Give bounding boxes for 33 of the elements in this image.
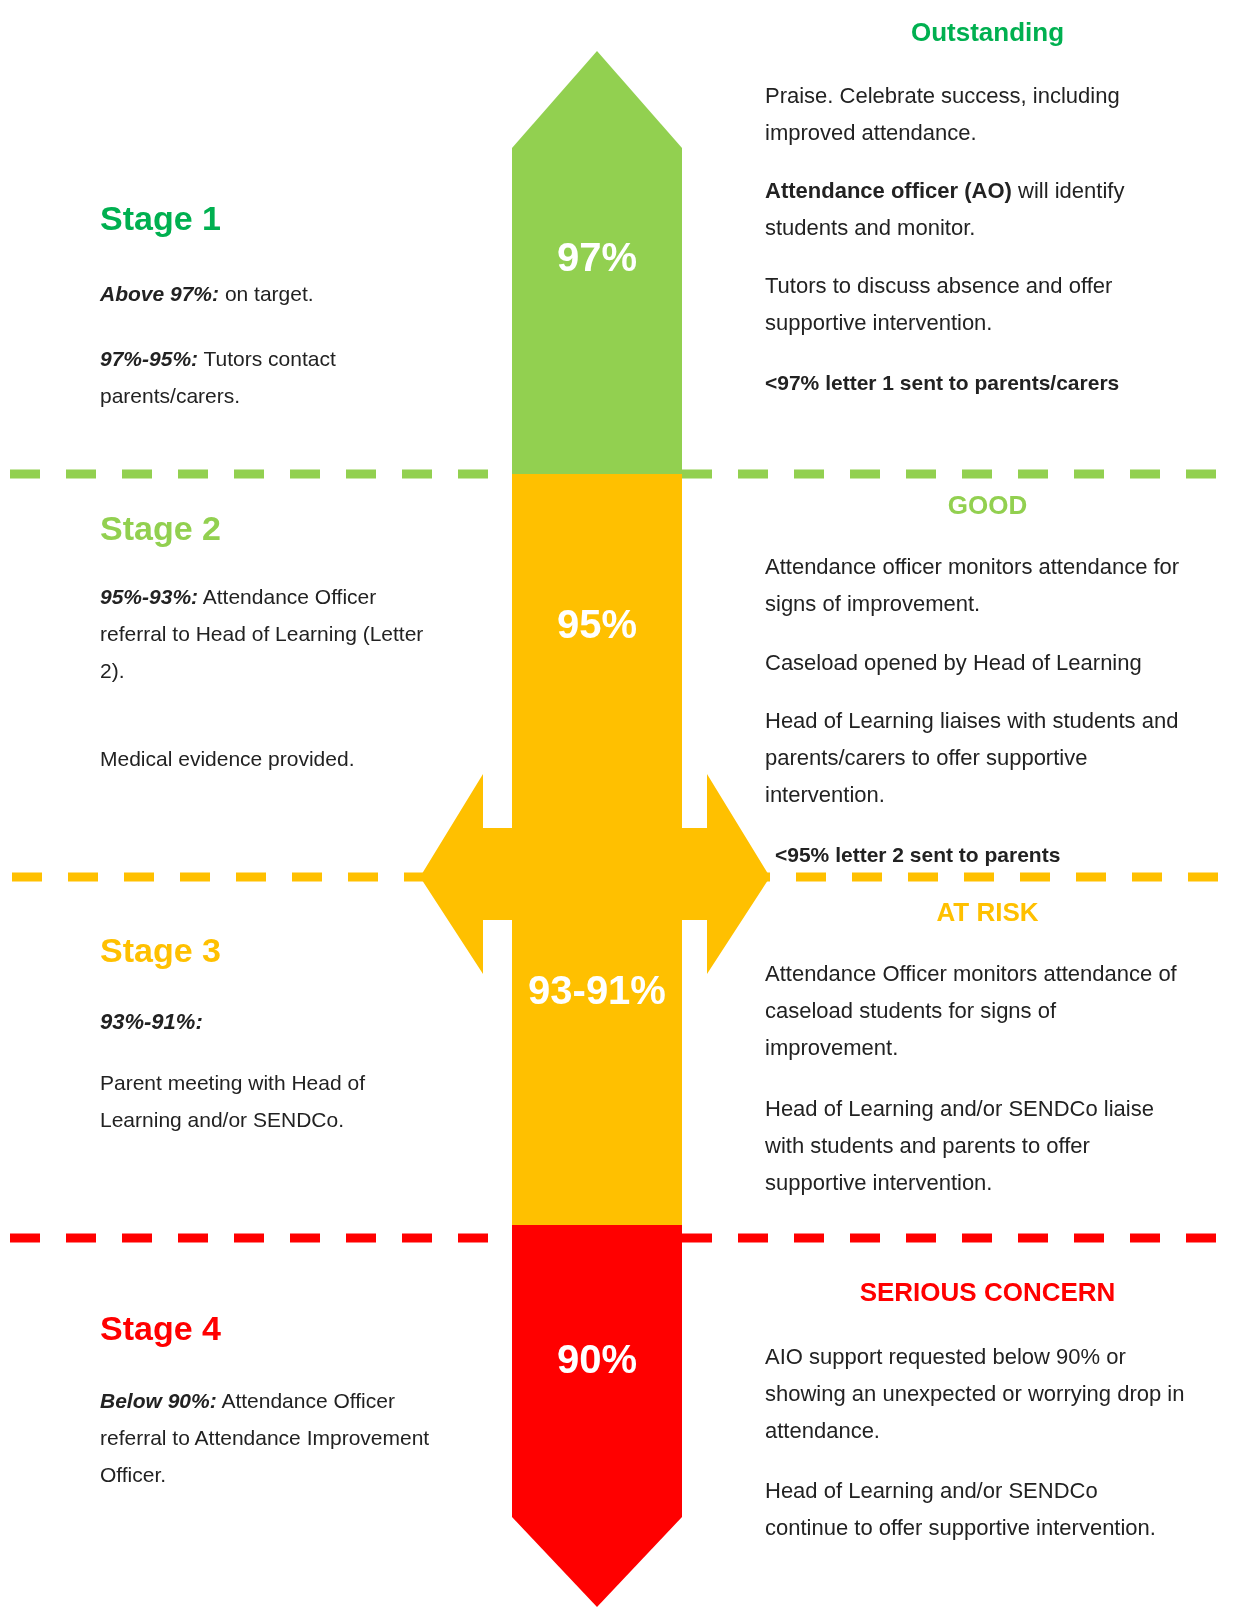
action-note: AIO support requested below 90% or showing an unexpected or worrying drop in attendance. xyxy=(765,1343,1185,1445)
action-note: Attendance officer monitors attendance for signs of improvement. xyxy=(765,553,1181,618)
arrow-segment xyxy=(512,51,682,474)
level-heading: Outstanding xyxy=(909,16,1066,49)
action-note: Head of Learning and/or SENDCo liaise with students and parents to offer supportive intervention. xyxy=(765,1095,1155,1197)
arrow-segment xyxy=(512,1225,682,1607)
percentage-label: 93-91% xyxy=(528,967,666,1013)
action-note: Caseload opened by Head of Learning xyxy=(765,649,1143,677)
stage-note: Above 97%: on target. xyxy=(100,281,315,307)
action-note: Praise. Celebrate success, including improved attendance. xyxy=(765,82,1121,147)
action-note: Attendance officer (AO) will identify students and monitor. xyxy=(765,177,1126,242)
action-note: Tutors to discuss absence and offer supportive intervention. xyxy=(765,272,1114,337)
stage-note: 95%-93%: Attendance Officer referral to Head of Learning (Letter 2). xyxy=(100,584,425,684)
stage-note: Below 90%: Attendance Officer referral to Attendance Improvement Officer. xyxy=(100,1388,431,1488)
action-note: Attendance Officer monitors attendance of caseload students for signs of improvement. xyxy=(765,960,1178,1062)
action-note: Head of Learning liaises with students and parents/carers to offer supportive intervention. xyxy=(765,707,1180,809)
stage-note: 97%-95%: Tutors contact parents/carers. xyxy=(100,346,337,409)
percentage-label: 97% xyxy=(556,234,638,280)
percentage-label: 95% xyxy=(556,601,638,647)
stage-note: Medical evidence provided. xyxy=(100,746,356,772)
stage-note: Parent meeting with Head of Learning and/or SENDCo. xyxy=(100,1070,366,1133)
stage-heading: Stage 1 xyxy=(100,198,222,238)
stage-note: 93%-91%: xyxy=(100,1008,204,1036)
action-note: <95% letter 2 sent to parents xyxy=(775,842,1062,868)
stage-heading: Stage 2 xyxy=(100,508,222,548)
level-heading: AT RISK xyxy=(935,896,1040,929)
percentage-label: 90% xyxy=(556,1336,638,1382)
stage-heading: Stage 4 xyxy=(100,1308,222,1348)
action-note: Head of Learning and/or SENDCo continue to offer supportive intervention. xyxy=(765,1477,1157,1542)
level-heading: GOOD xyxy=(946,489,1029,522)
level-heading: SERIOUS CONCERN xyxy=(858,1276,1117,1309)
stage-heading: Stage 3 xyxy=(100,930,222,970)
action-note: <97% letter 1 sent to parents/carers xyxy=(765,370,1121,396)
